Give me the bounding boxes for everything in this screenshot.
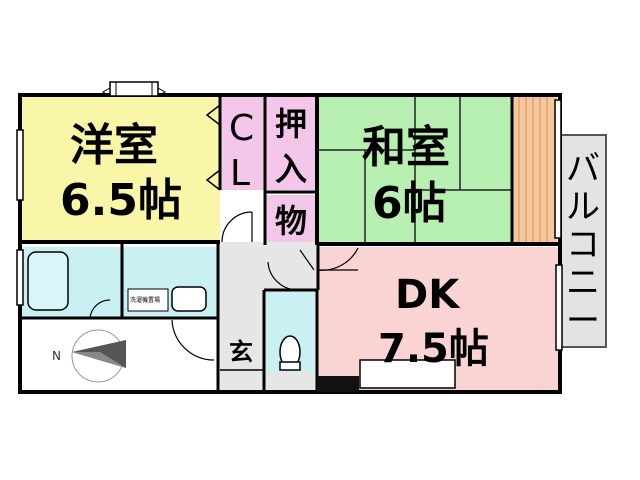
oshiire-char-1: 押 <box>275 105 307 143</box>
oshiire-char-2: 入 <box>275 150 307 188</box>
closet <box>220 97 265 190</box>
closet-c: C <box>229 108 254 149</box>
walls <box>18 93 562 394</box>
oshiire-char-3: 物 <box>275 202 307 240</box>
balcony-char-2: ル <box>566 187 600 227</box>
balcony <box>559 134 607 348</box>
wall-block <box>317 376 359 392</box>
genkan-label: 玄 <box>229 338 253 366</box>
balcony-char-3: コ <box>566 225 600 265</box>
japanese-room-size: 6帖 <box>372 178 447 229</box>
balcony-char-5: ー <box>566 301 600 341</box>
closet-l: L <box>230 153 250 194</box>
balcony-char-1: バ <box>566 149 600 189</box>
compass-north-label: N <box>52 349 61 363</box>
western-room-size: 6.5帖 <box>60 175 182 226</box>
washer-place <box>127 288 169 312</box>
dk-room-size: 7.5帖 <box>378 326 489 372</box>
japanese-room-name: 和室 <box>362 122 450 173</box>
washer-label: 洗濯機置場 <box>130 296 160 304</box>
closet-doors <box>205 104 221 191</box>
balcony-char-4: ニ <box>566 263 600 303</box>
western-room <box>22 97 220 240</box>
door-swings <box>89 211 359 361</box>
dk-room-name: DK <box>395 272 461 318</box>
windows <box>16 99 563 351</box>
kitchen-counter <box>359 359 456 389</box>
compass: N <box>52 329 126 383</box>
genkan <box>220 330 262 370</box>
wash-basin <box>171 286 207 312</box>
engawa-boards <box>518 97 548 242</box>
tatami-lines <box>317 97 512 242</box>
oshiire-upper <box>265 97 317 190</box>
oshiire-lower <box>265 195 317 242</box>
top-window <box>101 81 167 97</box>
western-room-name: 洋室 <box>70 120 158 171</box>
bathtub <box>27 251 69 311</box>
toilet-fixture <box>279 335 301 371</box>
